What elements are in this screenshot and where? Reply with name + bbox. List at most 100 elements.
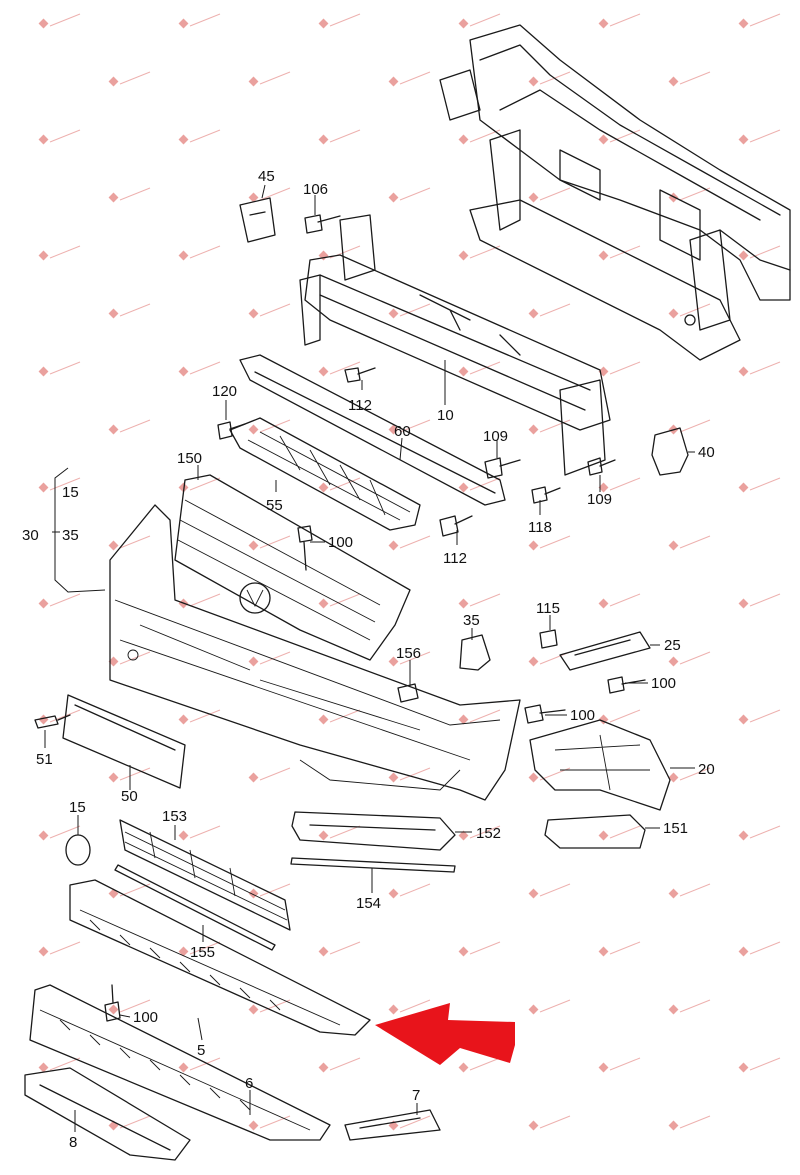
watermark-logo-icon	[528, 192, 539, 203]
watermark-stroke	[749, 13, 781, 27]
watermark-stroke	[749, 129, 781, 143]
watermark-logo-icon	[178, 1062, 189, 1073]
watermark-stroke	[189, 941, 221, 955]
radiator-grille-150	[174, 474, 411, 661]
watermark-logo-icon	[108, 1004, 119, 1015]
watermark-stroke	[329, 825, 361, 839]
watermark-stroke	[119, 999, 151, 1013]
watermark-stroke	[539, 999, 571, 1013]
watermark-stroke	[49, 13, 81, 27]
watermark-logo-icon	[38, 482, 49, 493]
watermark-logo-icon	[248, 656, 259, 667]
spoiler-5	[69, 879, 371, 1036]
watermark-logo-icon	[108, 308, 119, 319]
watermark-logo-icon	[738, 598, 749, 609]
label-45: 45	[258, 168, 275, 185]
watermark-logo-icon	[38, 1062, 49, 1073]
watermark-logo-icon	[598, 598, 609, 609]
watermark-stroke	[609, 1057, 641, 1071]
watermark-stroke	[49, 1057, 81, 1071]
upper-strip-60	[239, 354, 506, 506]
watermark-logo-icon	[248, 540, 259, 551]
watermark-stroke	[539, 187, 571, 201]
watermark-stroke	[49, 593, 81, 607]
part-labels: 45 106 112 10 120 60 109 40 150 55 15 35…	[22, 168, 715, 1151]
watermark-logo-icon	[598, 1062, 609, 1073]
watermark-logo-icon	[668, 656, 679, 667]
watermark-logo-icon	[738, 830, 749, 841]
clip-51	[34, 714, 71, 729]
label-115: 115	[536, 600, 560, 617]
watermark-logo-icon	[388, 424, 399, 435]
watermark-stroke	[399, 71, 431, 85]
watermark-stroke	[49, 941, 81, 955]
bolt-120	[217, 421, 246, 440]
bracket-25	[559, 631, 651, 671]
label-156: 156	[396, 645, 421, 662]
watermark-stroke	[259, 1115, 291, 1129]
watermark-stroke	[119, 419, 151, 433]
label-150: 150	[177, 450, 202, 467]
watermark-logo-icon	[668, 540, 679, 551]
watermark-stroke	[119, 187, 151, 201]
watermark-stroke	[679, 883, 711, 897]
watermark-logo-icon	[738, 714, 749, 725]
watermark-logo-icon	[388, 76, 399, 87]
label-20: 20	[698, 761, 715, 778]
watermark-logo-icon	[178, 134, 189, 145]
watermark-logo-icon	[528, 424, 539, 435]
label-40: 40	[698, 444, 715, 461]
watermark-stroke	[189, 709, 221, 723]
watermark-stroke	[749, 709, 781, 723]
watermark-logo-icon	[528, 1120, 539, 1131]
watermark-logo-icon	[318, 18, 329, 29]
watermark-stroke	[609, 593, 641, 607]
watermark-stroke	[119, 535, 151, 549]
watermark-stroke	[609, 825, 641, 839]
watermark-logo-icon	[108, 76, 119, 87]
bolt-112-upper	[344, 367, 376, 383]
watermark-logo-icon	[38, 598, 49, 609]
label-6: 6	[245, 1075, 253, 1092]
watermark-stroke	[49, 129, 81, 143]
watermark-layer	[38, 13, 781, 1131]
watermark-stroke	[469, 709, 501, 723]
watermark-stroke	[399, 303, 431, 317]
label-109-b: 109	[587, 491, 612, 508]
bolt-109-b	[587, 457, 616, 476]
watermark-stroke	[469, 477, 501, 491]
watermark-logo-icon	[318, 946, 329, 957]
watermark-stroke	[749, 941, 781, 955]
watermark-logo-icon	[738, 946, 749, 957]
watermark-logo-icon	[738, 18, 749, 29]
watermark-logo-icon	[738, 366, 749, 377]
clip-115	[539, 629, 558, 649]
watermark-logo-icon	[38, 366, 49, 377]
label-118: 118	[528, 519, 552, 536]
watermark-stroke	[399, 187, 431, 201]
label-10: 10	[437, 407, 454, 424]
watermark-stroke	[189, 245, 221, 259]
watermark-logo-icon	[318, 1062, 329, 1073]
label-153: 153	[162, 808, 187, 825]
watermark-stroke	[189, 13, 221, 27]
watermark-stroke	[679, 419, 711, 433]
label-100-b: 100	[651, 675, 676, 692]
watermark-logo-icon	[388, 656, 399, 667]
watermark-logo-icon	[598, 18, 609, 29]
watermark-logo-icon	[668, 76, 679, 87]
under-shield-6	[29, 984, 331, 1141]
watermark-stroke	[189, 825, 221, 839]
watermark-logo-icon	[388, 772, 399, 783]
watermark-stroke	[749, 361, 781, 375]
watermark-stroke	[399, 767, 431, 781]
watermark-stroke	[49, 825, 81, 839]
watermark-logo-icon	[318, 598, 329, 609]
tow-cover-156	[397, 683, 419, 703]
watermark-logo-icon	[178, 946, 189, 957]
watermark-logo-icon	[108, 656, 119, 667]
watermark-logo-icon	[668, 772, 679, 783]
watermark-stroke	[119, 1115, 151, 1129]
watermark-logo-icon	[528, 308, 539, 319]
watermark-stroke	[329, 13, 361, 27]
